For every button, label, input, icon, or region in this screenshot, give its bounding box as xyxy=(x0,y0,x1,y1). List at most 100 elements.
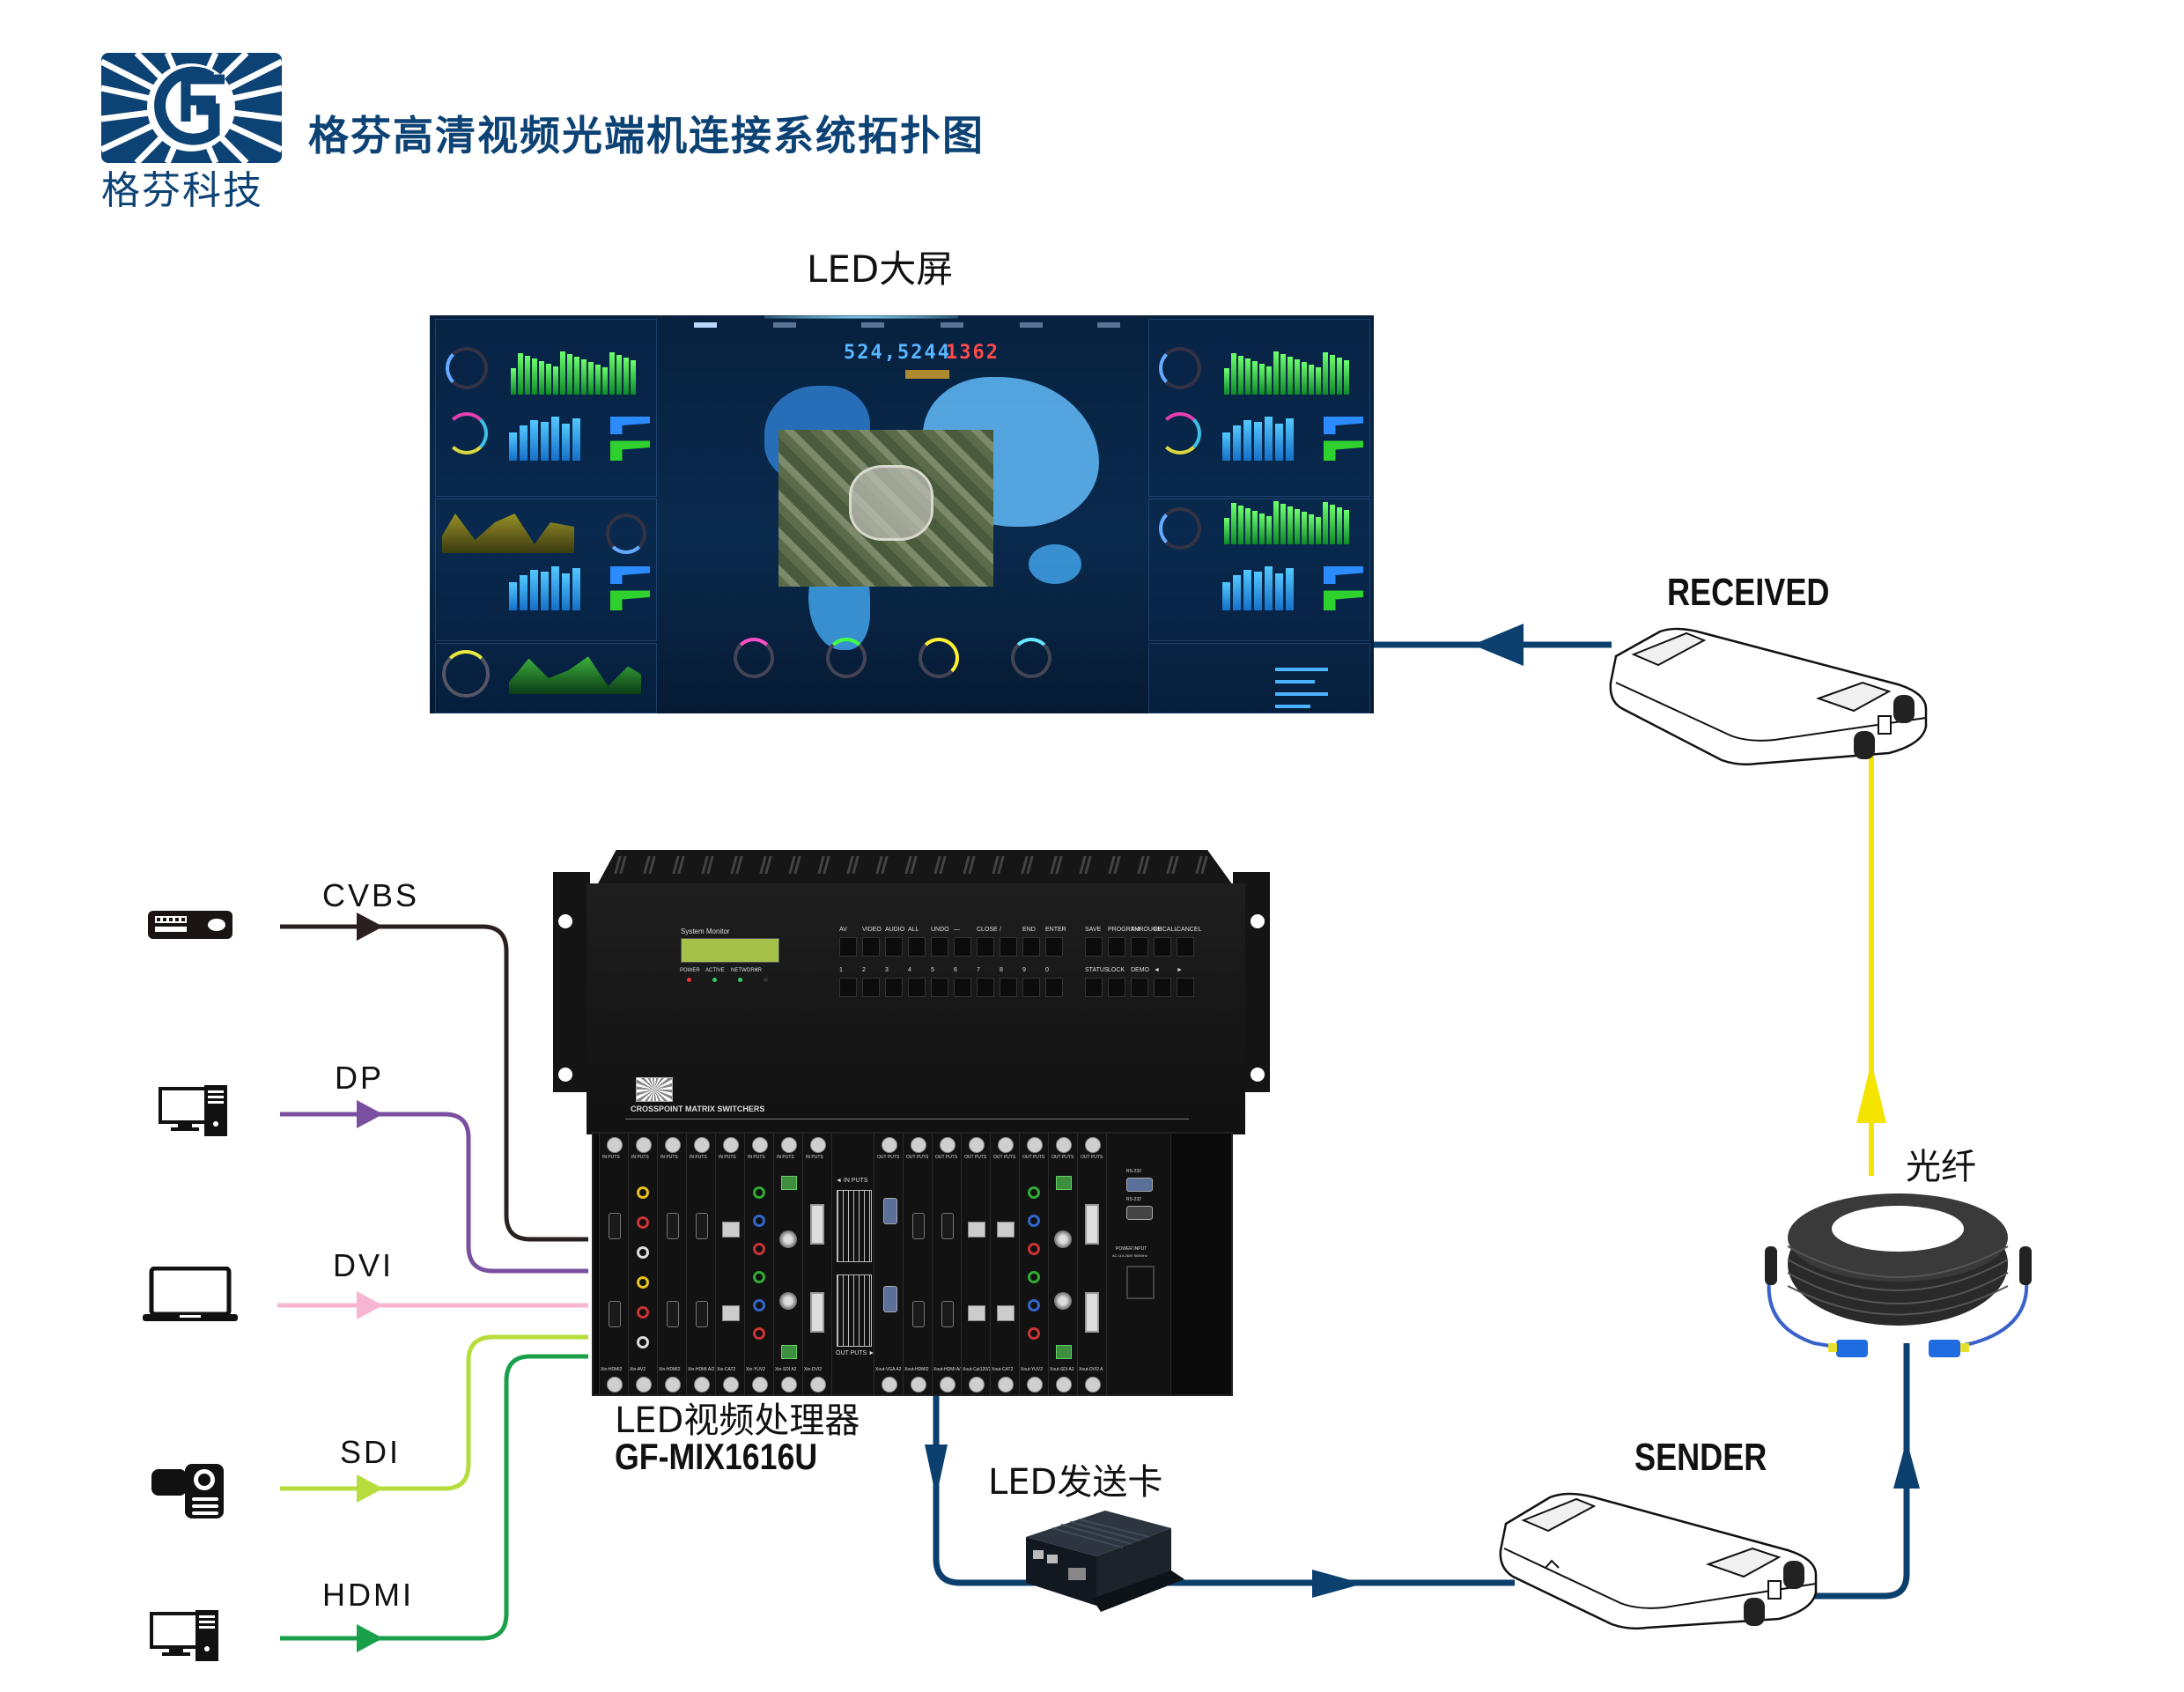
rack-hole xyxy=(558,914,572,928)
panel-key[interactable] xyxy=(1022,937,1040,957)
number-key[interactable] xyxy=(977,978,994,997)
panel-key[interactable] xyxy=(839,937,857,957)
right-panel-top xyxy=(1148,319,1370,497)
blue-bar xyxy=(1233,575,1241,610)
number-key[interactable] xyxy=(839,978,857,997)
green-bar xyxy=(581,359,587,395)
function-key[interactable] xyxy=(1085,937,1103,957)
number-key[interactable] xyxy=(931,978,948,997)
rca-jack-icon xyxy=(637,1186,649,1199)
green-bar xyxy=(609,352,615,395)
power-socket-icon xyxy=(1126,1266,1155,1299)
ring-gauge xyxy=(826,638,867,678)
thumb-screw xyxy=(636,1377,652,1393)
vga-port-icon xyxy=(883,1286,897,1312)
blue-bar xyxy=(562,424,570,461)
green-bar xyxy=(1309,514,1314,544)
panel-key-label: / xyxy=(1000,927,1001,933)
green-bar xyxy=(1330,355,1335,395)
aux-key[interactable] xyxy=(1131,978,1148,997)
hdmi-arrow-icon xyxy=(357,1624,383,1652)
panel-key[interactable] xyxy=(885,937,903,957)
ring-gauge xyxy=(1011,638,1051,678)
panel-key[interactable] xyxy=(1045,937,1063,957)
number-key[interactable] xyxy=(1000,978,1017,997)
blue-bar xyxy=(520,425,528,461)
output-map-grid xyxy=(837,1275,872,1347)
card-header: IN PUTS xyxy=(777,1155,794,1160)
number-key[interactable] xyxy=(1022,978,1040,997)
thumb-screw xyxy=(723,1377,739,1393)
green-bar xyxy=(1280,504,1286,544)
ring-gauge xyxy=(442,650,490,698)
rj45-port-icon xyxy=(722,1222,740,1238)
number-key[interactable] xyxy=(885,978,903,997)
left-panel-top xyxy=(435,319,657,497)
number-key-label: 3 xyxy=(885,967,889,973)
number-key[interactable] xyxy=(908,978,926,997)
panel-key[interactable] xyxy=(1000,937,1017,957)
panel-key[interactable] xyxy=(954,937,971,957)
blue-bar xyxy=(520,575,528,610)
table-progress xyxy=(1275,668,1328,671)
rca-jack-icon xyxy=(637,1216,649,1229)
rca-jack-icon xyxy=(1028,1186,1040,1199)
panel-key[interactable] xyxy=(977,937,994,957)
panel-key-label: — xyxy=(954,927,960,933)
aux-key[interactable] xyxy=(1154,978,1171,997)
function-key[interactable] xyxy=(1131,937,1148,957)
connector-knob-icon xyxy=(1854,731,1875,759)
thumb-screw xyxy=(940,1137,956,1153)
blue-bar xyxy=(1254,422,1262,461)
screen-glow xyxy=(764,315,958,319)
thumb-screw xyxy=(636,1137,652,1153)
function-key[interactable] xyxy=(1154,937,1171,957)
panel-key[interactable] xyxy=(862,937,880,957)
bnc-connector-icon xyxy=(779,1292,797,1310)
function-key[interactable] xyxy=(1177,937,1194,957)
blue-bar xyxy=(530,420,538,461)
cvbs-label: CVBS xyxy=(322,877,420,913)
satellite-photo xyxy=(778,430,993,587)
thumb-screw xyxy=(665,1377,681,1393)
card-model: Xout-YUV2 xyxy=(1021,1367,1044,1372)
card-model: Xin-DVI2 xyxy=(804,1367,823,1372)
indicator-led xyxy=(764,978,768,982)
function-key[interactable] xyxy=(1108,937,1125,957)
blue-bar xyxy=(541,572,549,610)
panel-key[interactable] xyxy=(908,937,926,957)
table-progress xyxy=(1275,705,1310,708)
green-bar xyxy=(631,360,636,395)
aux-key[interactable] xyxy=(1085,978,1103,997)
aux-key-label: DEMO xyxy=(1131,967,1149,973)
blue-bar-chart xyxy=(1222,412,1302,461)
blue-bar xyxy=(1265,566,1273,610)
number-key[interactable] xyxy=(954,978,971,997)
number-key[interactable] xyxy=(1045,978,1063,997)
screen-tab xyxy=(941,322,963,328)
laptop-icon xyxy=(143,1267,238,1321)
aux-key[interactable] xyxy=(1177,978,1194,997)
green-bar xyxy=(1344,510,1349,544)
number-key-label: 5 xyxy=(931,967,934,973)
dvi-port-icon xyxy=(810,1204,824,1245)
screen-tab xyxy=(1097,322,1120,328)
left-arrow-icon xyxy=(1472,624,1524,666)
indicator-label: POWER xyxy=(680,968,700,973)
number-key[interactable] xyxy=(862,978,880,997)
panel-key[interactable] xyxy=(931,937,948,957)
blue-bar xyxy=(572,568,580,610)
screen-tab xyxy=(694,322,717,328)
hdmi-port-icon xyxy=(696,1213,708,1239)
audio-terminal-icon xyxy=(1056,1176,1072,1190)
aux-key[interactable] xyxy=(1108,978,1125,997)
logo-brand-text: 格芬科技 xyxy=(101,168,263,213)
indicator-led xyxy=(687,978,691,982)
aux-key-label: ◄ xyxy=(1154,967,1160,973)
rca-jack-icon xyxy=(1028,1271,1040,1283)
audio-terminal-icon xyxy=(1056,1345,1072,1359)
green-bar xyxy=(1224,368,1229,395)
indicator-label: IR xyxy=(756,968,762,973)
